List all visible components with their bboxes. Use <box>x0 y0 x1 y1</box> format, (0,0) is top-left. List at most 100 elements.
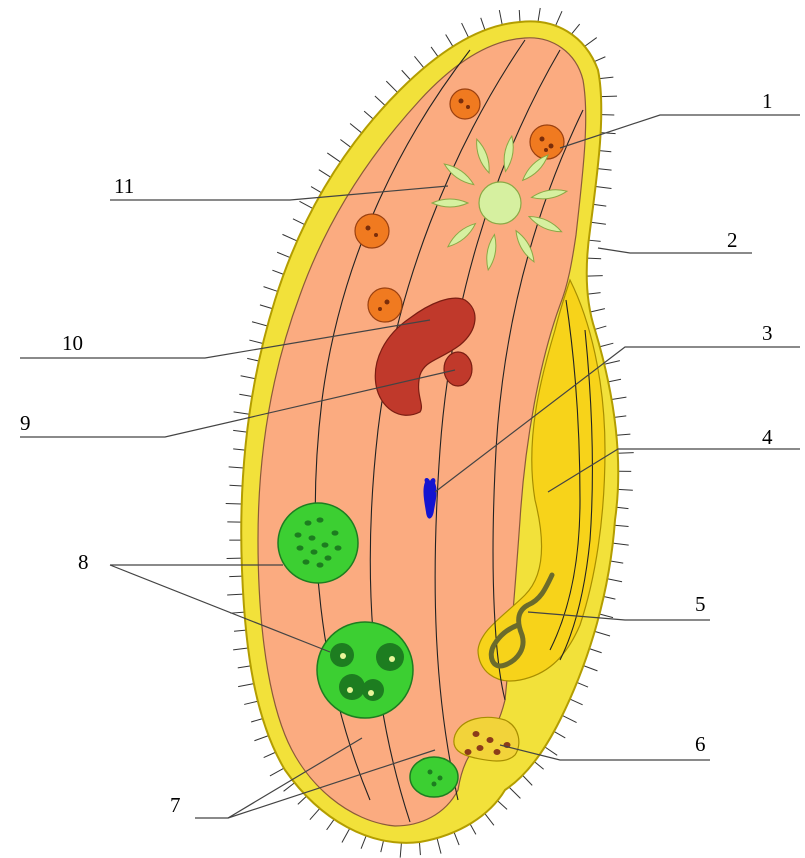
cilium <box>615 525 629 526</box>
food-particle <box>303 559 310 564</box>
cilium <box>361 836 366 849</box>
cilium <box>570 699 583 705</box>
cilium <box>534 762 543 770</box>
cilium <box>238 666 251 668</box>
cilium <box>607 579 622 582</box>
orange-vacuole <box>530 125 564 159</box>
cilium <box>234 412 250 414</box>
cilium <box>616 434 630 435</box>
cilium <box>293 219 305 225</box>
cilium <box>604 596 616 599</box>
cilium <box>593 204 606 206</box>
cilium <box>381 840 384 852</box>
cilium <box>310 808 320 819</box>
cilium <box>252 322 267 326</box>
orange-vacuole <box>368 288 402 322</box>
cilium <box>400 843 401 858</box>
cilium <box>610 561 623 563</box>
label-6: 6 <box>695 732 706 756</box>
cilium <box>596 187 612 189</box>
cilium <box>499 10 502 25</box>
food-particle <box>325 555 332 560</box>
cilium <box>229 576 242 577</box>
cilium <box>618 489 633 490</box>
cilium <box>229 485 242 486</box>
cilium <box>509 787 520 798</box>
food-particle <box>317 517 324 522</box>
cilium <box>595 631 610 636</box>
cilium <box>589 649 601 653</box>
cilium <box>437 838 441 853</box>
contractile-vacuole-body <box>479 182 521 224</box>
cilium <box>600 343 614 347</box>
food-particle <box>311 549 318 554</box>
cilium <box>364 111 373 119</box>
cilium <box>618 453 634 454</box>
cilium <box>350 124 362 133</box>
food-vacuole-middle <box>317 622 413 718</box>
label-9: 9 <box>20 411 31 435</box>
cilium <box>554 731 565 737</box>
cilium <box>587 276 603 277</box>
cilium <box>342 828 350 842</box>
cilium <box>299 201 312 208</box>
orange-vacuole <box>355 214 389 248</box>
cilium <box>571 24 579 34</box>
cilium <box>226 503 242 504</box>
label-7: 7 <box>170 793 181 817</box>
cilium <box>264 752 276 757</box>
cilium <box>298 796 307 804</box>
cilium <box>599 151 611 152</box>
cilium <box>595 326 607 329</box>
label-2: 2 <box>727 228 738 252</box>
cilium <box>590 309 605 312</box>
cilium <box>282 234 297 241</box>
cilium <box>386 81 397 92</box>
cilium <box>470 824 476 834</box>
cilium <box>270 768 284 776</box>
label-11: 11 <box>114 174 134 198</box>
cilium <box>277 252 290 257</box>
cilium <box>431 47 438 57</box>
cilium <box>264 287 278 292</box>
cilium <box>562 715 576 722</box>
cilium <box>577 682 588 687</box>
cilium <box>249 340 263 343</box>
cilium <box>613 543 629 545</box>
cilium <box>233 648 248 650</box>
cilium <box>589 240 601 241</box>
cilium <box>599 614 613 618</box>
cilium <box>556 11 562 26</box>
cilium <box>587 258 601 259</box>
orange-vacuole <box>450 89 480 119</box>
cilium <box>260 305 272 309</box>
cilium <box>327 819 335 830</box>
cilium <box>594 57 605 62</box>
label-10: 10 <box>62 331 83 355</box>
food-particle <box>305 520 312 525</box>
food-vacuole-upper <box>278 503 358 583</box>
label-3: 3 <box>762 321 773 345</box>
cilium <box>247 358 259 361</box>
micronucleus <box>444 352 472 386</box>
cilium <box>599 77 613 79</box>
cilium <box>523 775 533 785</box>
cilium <box>545 747 557 755</box>
cilium <box>233 430 247 432</box>
cilium <box>414 56 424 68</box>
label-4: 4 <box>762 425 773 449</box>
cilium <box>481 18 485 30</box>
cilium <box>588 293 601 295</box>
cilium <box>538 8 540 22</box>
cilium <box>251 719 263 722</box>
food-particle <box>332 530 339 535</box>
label-5: 5 <box>695 592 706 616</box>
cilium <box>598 169 612 171</box>
cilium <box>608 379 621 382</box>
cilium <box>402 70 411 80</box>
cilium <box>519 10 520 22</box>
cilium <box>485 813 494 825</box>
food-vacuole-lower <box>410 757 458 797</box>
food-particle <box>322 542 329 547</box>
